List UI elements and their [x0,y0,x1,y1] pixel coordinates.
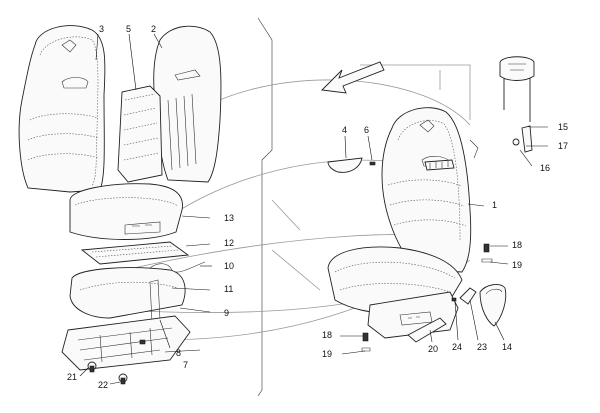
callout-24: 24 [452,342,462,352]
vent-grille [424,159,455,171]
callout-16: 16 [540,163,550,173]
backrest-trim-cap [327,157,363,173]
callout-1: 1 [492,200,497,210]
callout-20: 20 [428,344,438,354]
callout-14: 14 [502,342,512,352]
screw-24 [451,297,457,302]
seat-heating-pad [80,241,190,265]
callout-6: 6 [364,125,369,135]
callout-23: 22 [98,380,108,390]
callout-11: 11 [224,284,233,294]
callout-13: 13 [224,213,234,223]
washer-19-left [361,347,371,352]
headrest-insert [499,56,535,153]
bolt-18-left [362,332,369,342]
callout-15: 15 [558,122,568,132]
bolt-23 [118,373,128,385]
leader-lines [79,33,548,385]
seat-frame [61,315,191,371]
callout-7: 7 [183,360,188,370]
callout-2: 2 [151,24,156,34]
sensor-wire [149,261,206,273]
callout-labels: 3 5 2 13 12 10 11 9 8 7 21 22 4 6 1 15 1… [67,24,568,390]
screw-6 [369,161,376,166]
callout-12: 12 [224,238,234,248]
backrest-rear-shell [153,25,222,183]
callout-19-right: 19 [512,260,522,270]
callout-10: 10 [224,261,234,271]
callout-18-right: 18 [512,240,522,250]
seat-cushion [69,183,183,240]
assembled-seat [327,107,479,339]
callout-4: 4 [342,125,347,135]
side-cover [479,284,507,327]
backrest-front [18,25,106,193]
direction-arrow [321,61,385,94]
callout-5: 5 [126,24,131,34]
bolt-18-right [483,243,490,253]
callout-17: 17 [558,141,568,151]
panel-divider [257,17,273,397]
callout-18-left: 18 [322,330,332,340]
callout-19-left: 19 [322,349,332,359]
backrest-pad [117,85,163,183]
seat-base-foam [69,267,186,323]
adjust-lever [407,317,447,343]
callout-8: 8 [176,348,181,358]
callout-22: 21 [67,372,77,382]
callout-3: 3 [99,24,104,34]
bolt-22 [87,361,97,373]
callout-21: 23 [477,342,487,352]
callout-9: 9 [224,308,229,318]
side-trim-bracket [459,287,477,305]
washer-19-right [481,258,493,263]
